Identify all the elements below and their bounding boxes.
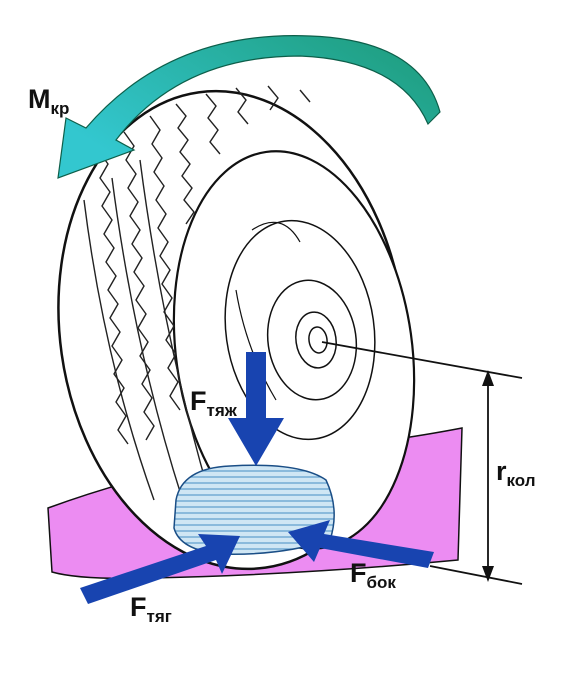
radius-dimension [321, 341, 523, 585]
gravity-force-arrow [228, 352, 284, 466]
radius-arrow-top [482, 370, 494, 386]
torque-label: Mкр [28, 84, 69, 118]
wheel-hub [224, 219, 376, 441]
wheel-radius-label: rкол [496, 456, 536, 490]
lateral-force-arrow [288, 520, 434, 568]
traction-force-arrow [80, 534, 240, 604]
lateral-force-label: Fбок [350, 558, 396, 592]
traction-force-label: Fтяг [130, 592, 172, 626]
tread-pattern [83, 85, 311, 501]
radius-bottom-line [429, 565, 523, 585]
gravity-force-label: Fтяж [190, 386, 238, 420]
radius-arrow-bottom [482, 566, 494, 582]
torque-arrow [57, 35, 441, 179]
tire [57, 85, 416, 571]
